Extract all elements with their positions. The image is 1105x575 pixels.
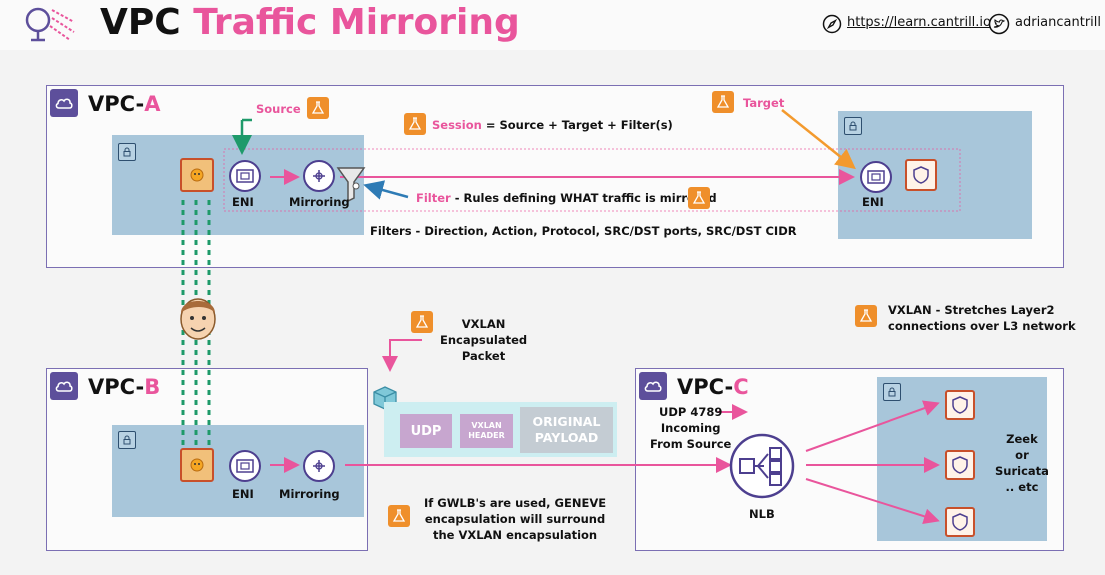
udp-port-line-1: UDP 4789 [659,405,723,419]
eni-icon [229,160,261,192]
vpc-a-prefix: VPC- [88,92,145,116]
eni-label: ENI [232,195,254,209]
vxlan-header-segment: VXLAN HEADER [460,414,513,448]
filters-list: Filters - Direction, Action, Protocol, S… [370,224,797,238]
eni-icon [229,450,261,482]
vpc-a-label: VPC-A [88,92,161,116]
lock-icon [883,383,901,401]
cloud-icon [50,372,78,400]
header-bar [0,0,1105,50]
filter-key: Filter [416,191,451,205]
vpc-b-label: VPC-B [88,375,160,399]
vpc-c-label: VPC-C [677,375,749,399]
ec2-instance-icon [180,448,214,482]
mirroring-label: Mirroring [289,195,350,209]
vxlan-packet-note: VXLAN Encapsulated Packet [440,316,527,364]
filter-label: Filter - Rules defining WHAT traffic is … [416,191,717,205]
tools-line-3: Suricata [995,464,1049,478]
original-payload-segment: ORIGINAL PAYLOAD [520,407,613,453]
mirroring-label: Mirroring [279,487,340,501]
appliance-shield-icon [945,507,975,537]
vxlan-stretch-note: VXLAN - Stretches Layer2 connections ove… [888,302,1076,334]
source-label: Source [256,102,301,116]
udp-segment: UDP [400,414,452,448]
vxlan-packet-line-1: VXLAN [461,317,506,331]
flask-badge-icon [411,311,433,333]
vpc-a-suffix: A [144,92,161,116]
vpc-b-suffix: B [144,375,161,399]
mirroring-icon [303,450,335,482]
nlb-icon [728,432,796,500]
vxlan-header-line-2: HEADER [468,431,505,440]
udp-port-line-3: From Source [650,437,732,451]
appliance-shield-icon [945,390,975,420]
compass-icon [822,14,842,34]
payload-line-2: PAYLOAD [534,430,599,445]
tools-note: Zeek or Suricata .. etc [995,431,1049,495]
tools-line-1: Zeek [1006,432,1038,446]
vpc-b-prefix: VPC- [88,375,145,399]
udp-port-line-2: Incoming [660,421,721,435]
eni-label: ENI [232,487,254,501]
lock-icon [118,431,136,449]
session-key: Session [432,118,482,132]
flask-badge-icon [404,113,426,135]
nlb-label: NLB [749,507,775,521]
cloud-icon [639,372,667,400]
vxlan-packet-line-3: Packet [461,349,506,363]
cloud-icon [50,89,78,117]
filter-text: - Rules defining WHAT traffic is mirrore… [454,191,717,205]
geneve-line-1: If GWLB's are used, GENEVE [424,496,607,510]
eni-icon [860,161,892,193]
vxlan-packet-line-2: Encapsulated [440,333,528,347]
appliance-shield-icon [905,159,937,191]
flask-badge-icon [388,505,410,527]
vpc-c-suffix: C [733,375,749,399]
eni-label: ENI [862,195,884,209]
vpc-c-prefix: VPC- [677,375,734,399]
appliance-shield-icon [945,450,975,480]
tools-line-4: .. etc [1005,480,1039,494]
session-label: Session = Source + Target + Filter(s) [432,118,673,132]
udp-port-note: UDP 4789 Incoming From Source [650,404,731,452]
vxlan-header-line-1: VXLAN [471,421,502,430]
payload-line-1: ORIGINAL [532,414,601,429]
site-link[interactable]: https://learn.cantrill.io [847,15,991,30]
lock-icon [844,117,862,135]
flask-badge-icon [712,91,734,113]
ec2-instance-icon [180,158,214,192]
page-title: VPC Traffic Mirroring [100,2,520,43]
page-title-accent: Traffic Mirroring [193,2,520,43]
geneve-line-3: the VXLAN encapsulation [432,528,598,542]
mirroring-icon [303,160,335,192]
target-label: Target [743,96,785,110]
session-text: = Source + Target + Filter(s) [485,118,673,132]
flask-badge-icon [855,305,877,327]
tools-line-2: or [1015,448,1029,462]
vxlan-stretch-line-1: VXLAN - Stretches Layer2 [888,303,1055,317]
twitter-icon [988,13,1010,35]
flask-badge-icon [307,97,329,119]
vxlan-stretch-line-2: connections over L3 network [888,319,1076,333]
logo-icon [22,4,78,44]
lock-icon [118,143,136,161]
twitter-handle[interactable]: adriancantrill [1015,15,1102,30]
geneve-note: If GWLB's are used, GENEVE encapsulation… [424,495,606,543]
user-avatar-icon [175,291,221,343]
page-title-main: VPC [100,2,181,43]
flask-badge-icon [688,187,710,209]
geneve-line-2: encapsulation will surround [424,512,606,526]
